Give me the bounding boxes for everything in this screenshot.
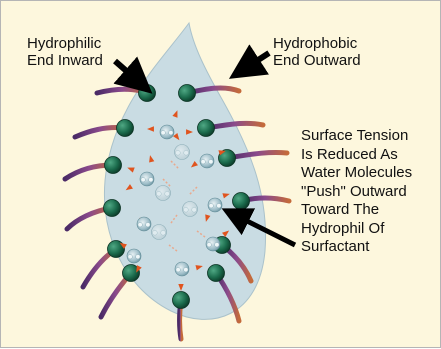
surfactant-head <box>233 193 250 210</box>
label-hydrophobic-line-1: Hydrophobic <box>273 35 361 52</box>
water-molecule <box>175 145 190 160</box>
water-molecule <box>156 186 171 201</box>
surfactant-head <box>173 292 190 309</box>
explanation-line-7: Surfactant <box>301 238 412 257</box>
explanation-line-1: Surface Tension <box>301 127 412 146</box>
explanation-line-6: Hydrophil Of <box>301 220 412 239</box>
pointer-arrow-hydrophilic <box>115 61 147 89</box>
label-hydrophilic-end-inward: Hydrophilic End Inward <box>27 35 103 69</box>
water-molecule <box>208 198 222 212</box>
water-molecule <box>127 249 141 263</box>
water-molecule <box>200 154 214 168</box>
water-molecule <box>183 202 198 217</box>
label-hydrophilic-line-2: End Inward <box>27 52 103 69</box>
water-molecule <box>206 237 220 251</box>
surfactant-head <box>198 120 215 137</box>
water-molecule <box>152 225 167 240</box>
explanation-line-4: "Push" Outward <box>301 183 412 202</box>
explanation-line-3: Water Molecules <box>301 164 412 183</box>
surfactant-head <box>208 265 225 282</box>
surfactant-head <box>104 200 121 217</box>
water-molecule <box>140 172 154 186</box>
pointer-arrow-hydrophobic <box>235 53 269 75</box>
explanation-line-2: Is Reduced As <box>301 146 412 165</box>
surfactant-head <box>105 157 122 174</box>
label-surface-tension-explanation: Surface Tension Is Reduced As Water Mole… <box>301 127 412 257</box>
water-molecule <box>137 217 151 231</box>
label-hydrophobic-end-outward: Hydrophobic End Outward <box>273 35 361 69</box>
water-molecule <box>175 262 189 276</box>
explanation-line-5: Toward The <box>301 201 412 220</box>
surfactant-head <box>179 85 196 102</box>
label-hydrophobic-line-2: End Outward <box>273 52 361 69</box>
surfactant-head <box>108 241 125 258</box>
label-hydrophilic-line-1: Hydrophilic <box>27 35 103 52</box>
surfactant-head <box>117 120 134 137</box>
water-molecule <box>160 125 174 139</box>
